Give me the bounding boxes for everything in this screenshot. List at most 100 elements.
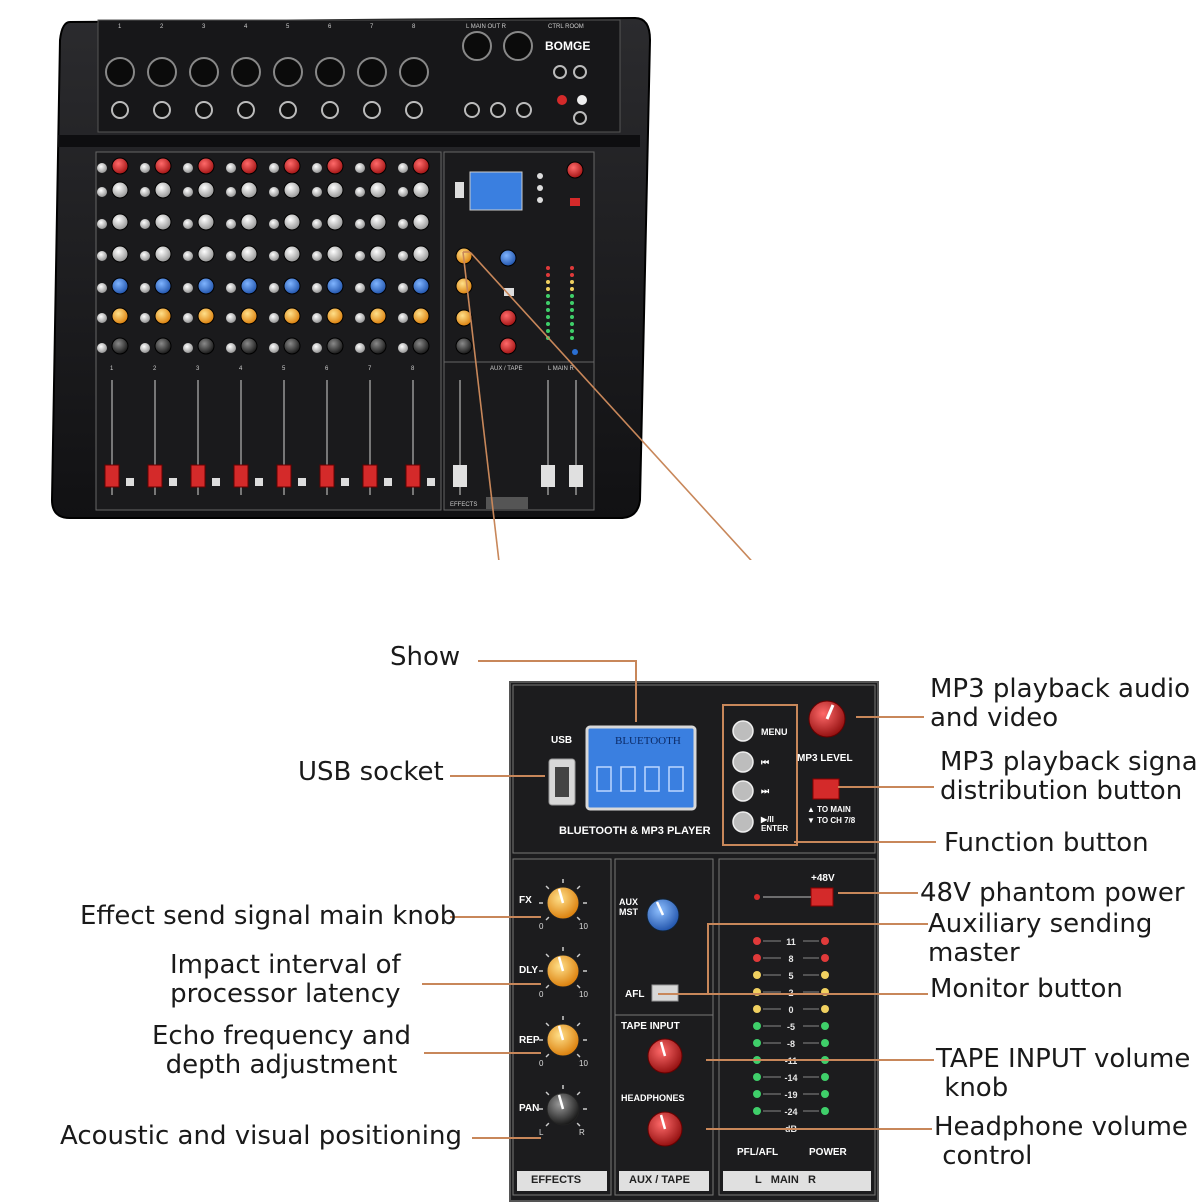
channel-fader-cap[interactable]: [233, 464, 249, 488]
main-out-l-jack[interactable]: [462, 31, 492, 61]
channel-knob[interactable]: [111, 181, 129, 199]
aux-jack[interactable]: [464, 102, 480, 118]
channel-knob[interactable]: [326, 337, 344, 355]
channel-knob-small[interactable]: [269, 219, 279, 229]
channel-knob[interactable]: [154, 157, 172, 175]
channel-knob[interactable]: [326, 213, 344, 231]
master-knob[interactable]: [499, 337, 517, 355]
channel-knob-small[interactable]: [97, 219, 107, 229]
channel-knob[interactable]: [197, 157, 215, 175]
master-knob[interactable]: [455, 337, 473, 355]
channel-fader-cap[interactable]: [104, 464, 120, 488]
channel-knob-small[interactable]: [140, 219, 150, 229]
channel-fader-cap[interactable]: [147, 464, 163, 488]
channel-knob[interactable]: [197, 213, 215, 231]
channel-knob[interactable]: [111, 337, 129, 355]
channel-knob[interactable]: [154, 213, 172, 231]
channel-knob-small[interactable]: [183, 283, 193, 293]
pfl-button[interactable]: [212, 478, 220, 486]
channel-fader-cap[interactable]: [319, 464, 335, 488]
pfl-button[interactable]: [169, 478, 177, 486]
channel-knob-small[interactable]: [97, 163, 107, 173]
channel-knob-small[interactable]: [355, 283, 365, 293]
channel-knob[interactable]: [197, 337, 215, 355]
pfl-button[interactable]: [126, 478, 134, 486]
channel-knob-small[interactable]: [226, 343, 236, 353]
channel-knob[interactable]: [283, 337, 301, 355]
channel-knob-small[interactable]: [226, 313, 236, 323]
channel-knob-small[interactable]: [140, 187, 150, 197]
phones-jack[interactable]: [573, 111, 587, 125]
channel-knob-small[interactable]: [355, 251, 365, 261]
xlr-jack[interactable]: [273, 57, 303, 87]
channel-knob[interactable]: [326, 277, 344, 295]
channel-knob[interactable]: [369, 307, 387, 325]
channel-knob-small[interactable]: [269, 283, 279, 293]
channel-knob-small[interactable]: [269, 343, 279, 353]
channel-knob[interactable]: [283, 181, 301, 199]
channel-knob[interactable]: [111, 157, 129, 175]
channel-knob[interactable]: [412, 245, 430, 263]
channel-knob-small[interactable]: [269, 251, 279, 261]
trs-jack[interactable]: [321, 101, 339, 119]
xlr-jack[interactable]: [399, 57, 429, 87]
channel-knob[interactable]: [283, 213, 301, 231]
player-button[interactable]: [537, 197, 543, 203]
channel-knob-small[interactable]: [183, 187, 193, 197]
channel-knob-small[interactable]: [312, 343, 322, 353]
pfl-button[interactable]: [298, 478, 306, 486]
channel-knob-small[interactable]: [97, 343, 107, 353]
channel-knob-small[interactable]: [269, 187, 279, 197]
xlr-jack[interactable]: [147, 57, 177, 87]
channel-knob-small[interactable]: [226, 219, 236, 229]
channel-fader-cap[interactable]: [190, 464, 206, 488]
channel-knob[interactable]: [412, 213, 430, 231]
channel-knob[interactable]: [240, 307, 258, 325]
channel-knob[interactable]: [412, 277, 430, 295]
channel-knob[interactable]: [412, 337, 430, 355]
channel-knob-small[interactable]: [140, 283, 150, 293]
channel-knob[interactable]: [197, 277, 215, 295]
channel-knob-small[interactable]: [398, 313, 408, 323]
channel-knob-small[interactable]: [398, 219, 408, 229]
channel-knob[interactable]: [154, 307, 172, 325]
rca-jack[interactable]: [557, 95, 567, 105]
channel-knob-small[interactable]: [226, 283, 236, 293]
channel-knob-small[interactable]: [312, 251, 322, 261]
channel-knob-small[interactable]: [183, 163, 193, 173]
channel-knob-small[interactable]: [97, 251, 107, 261]
mp3-route-button[interactable]: [570, 198, 580, 206]
channel-knob-small[interactable]: [355, 187, 365, 197]
channel-knob-small[interactable]: [398, 251, 408, 261]
channel-knob[interactable]: [326, 157, 344, 175]
channel-knob-small[interactable]: [97, 283, 107, 293]
channel-knob-small[interactable]: [183, 343, 193, 353]
channel-knob-small[interactable]: [355, 343, 365, 353]
afl-button[interactable]: [504, 288, 514, 296]
channel-knob[interactable]: [111, 245, 129, 263]
channel-knob-small[interactable]: [398, 343, 408, 353]
trs-jack[interactable]: [111, 101, 129, 119]
channel-knob[interactable]: [154, 245, 172, 263]
channel-knob-small[interactable]: [355, 219, 365, 229]
channel-knob-small[interactable]: [398, 187, 408, 197]
channel-knob[interactable]: [154, 181, 172, 199]
channel-knob[interactable]: [240, 337, 258, 355]
master-knob[interactable]: [499, 309, 517, 327]
ctrl-room-jack[interactable]: [553, 65, 567, 79]
pfl-button[interactable]: [384, 478, 392, 486]
xlr-jack[interactable]: [189, 57, 219, 87]
channel-knob[interactable]: [283, 245, 301, 263]
trs-jack[interactable]: [237, 101, 255, 119]
channel-knob[interactable]: [412, 307, 430, 325]
pfl-button[interactable]: [427, 478, 435, 486]
master-knob[interactable]: [455, 309, 473, 327]
channel-knob[interactable]: [369, 157, 387, 175]
master-knob[interactable]: [566, 161, 584, 179]
channel-knob-small[interactable]: [226, 163, 236, 173]
channel-knob[interactable]: [197, 307, 215, 325]
ctrl-room-jack[interactable]: [573, 65, 587, 79]
xlr-jack[interactable]: [315, 57, 345, 87]
channel-knob-small[interactable]: [312, 219, 322, 229]
master-knob[interactable]: [499, 249, 517, 267]
